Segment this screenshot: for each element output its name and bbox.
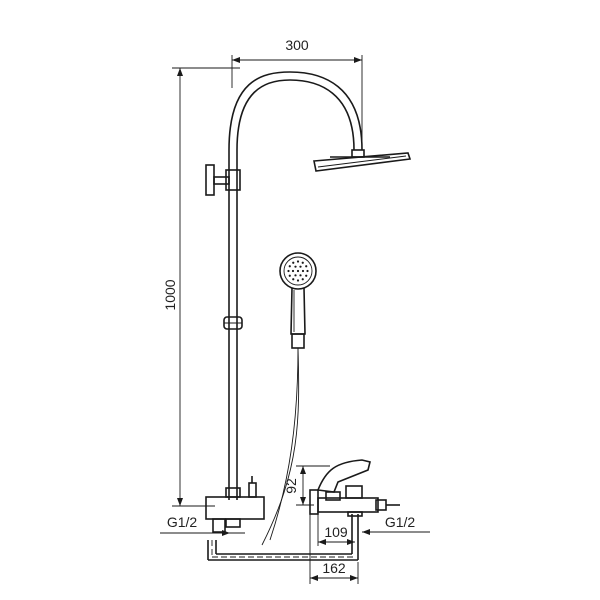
nozzle-dot	[288, 265, 291, 268]
nozzle-dot	[288, 274, 291, 277]
total-height-label: 1000	[162, 279, 178, 310]
nozzle-dot	[306, 269, 309, 273]
nozzle-dot	[296, 260, 300, 263]
arm-reach-dimension: 300	[231, 37, 363, 150]
nozzle-dot	[305, 265, 308, 268]
nozzle-dot	[292, 278, 295, 281]
right-inlet-dimension: G1/2	[362, 514, 430, 535]
rain-shower-head	[313, 149, 412, 172]
nozzle-dot	[299, 265, 302, 268]
nozzle-dot	[299, 274, 302, 277]
nozzle-dot	[291, 269, 295, 273]
left-inlet-label: G1/2	[167, 514, 198, 530]
overhead-arm	[228, 71, 363, 151]
total-height-dimension: 1000	[162, 67, 240, 507]
spout-offset-label: 109	[324, 524, 348, 540]
hand-shower-nozzles	[287, 260, 309, 282]
spout-offset-dimension: 109	[317, 514, 355, 546]
upper-wall-bracket	[205, 164, 241, 196]
nozzle-dot	[301, 261, 304, 264]
mixer-height-dimension: 92	[283, 465, 330, 506]
slide-holder	[223, 316, 243, 330]
nozzle-dot	[301, 278, 304, 281]
nozzle-dot	[287, 269, 290, 273]
inlet-spacing-dimension: 162	[309, 514, 359, 584]
flexible-hose	[261, 347, 300, 546]
nozzle-dot	[294, 274, 297, 277]
nozzle-dot	[305, 274, 308, 277]
left-inlet-dimension: G1/2	[160, 514, 245, 536]
diverter-body	[205, 476, 265, 533]
mixer-height-label: 92	[283, 478, 299, 494]
nozzle-dot	[296, 279, 300, 282]
nozzle-dot	[301, 269, 305, 273]
hand-shower	[279, 252, 317, 349]
arm-reach-label: 300	[285, 37, 309, 53]
inlet-spacing-label: 162	[322, 560, 346, 576]
nozzle-dot	[292, 261, 295, 264]
right-inlet-label: G1/2	[385, 514, 416, 530]
connecting-pipe	[207, 514, 359, 561]
riser-pipe	[228, 150, 238, 500]
nozzle-dot	[294, 265, 297, 268]
nozzle-dot	[296, 269, 300, 273]
bath-mixer	[309, 459, 400, 517]
